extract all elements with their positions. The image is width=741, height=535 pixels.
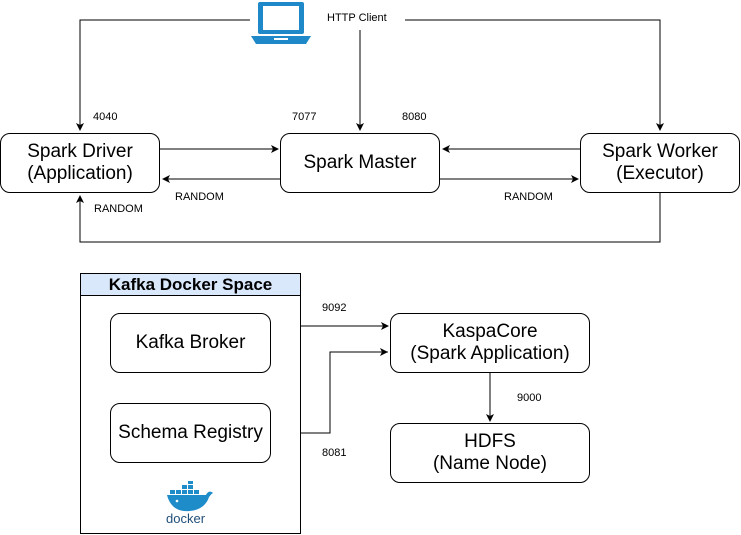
spark-master-node: Spark Master (280, 133, 440, 193)
group-title: Kafka Docker Space (81, 274, 300, 296)
edge-client-worker (405, 19, 664, 131)
edge-worker-driver (76, 193, 661, 243)
laptop-icon (251, 2, 311, 44)
port-master-rpc: 7077 (292, 111, 317, 123)
port-kafka: 9092 (322, 302, 347, 314)
hdfs-node: HDFS (Name Node) (390, 423, 590, 483)
edge-kaspacore-schema (272, 351, 388, 437)
label-random-master-worker: RANDOM (504, 191, 553, 203)
port-master-ui: 8080 (402, 111, 427, 123)
label-random-master-driver: RANDOM (175, 191, 224, 203)
docker-icon (167, 481, 213, 512)
port-driver-ui: 4040 (93, 111, 118, 123)
client-label: HTTP Client (327, 12, 387, 24)
port-schema-registry: 8081 (322, 447, 347, 459)
edge-client-driver (76, 19, 250, 131)
spark-worker-node: Spark Worker (Executor) (580, 133, 740, 193)
spark-driver-node: Spark Driver (Application) (0, 133, 160, 193)
kafka-broker-node: Kafka Broker (110, 313, 271, 373)
label-random-driver: RANDOM (94, 203, 143, 215)
schema-registry-node: Schema Registry (110, 403, 271, 463)
docker-logo-text: docker (166, 511, 206, 526)
port-hdfs: 9000 (517, 392, 542, 404)
kaspacore-node: KaspaCore (Spark Application) (390, 313, 590, 373)
